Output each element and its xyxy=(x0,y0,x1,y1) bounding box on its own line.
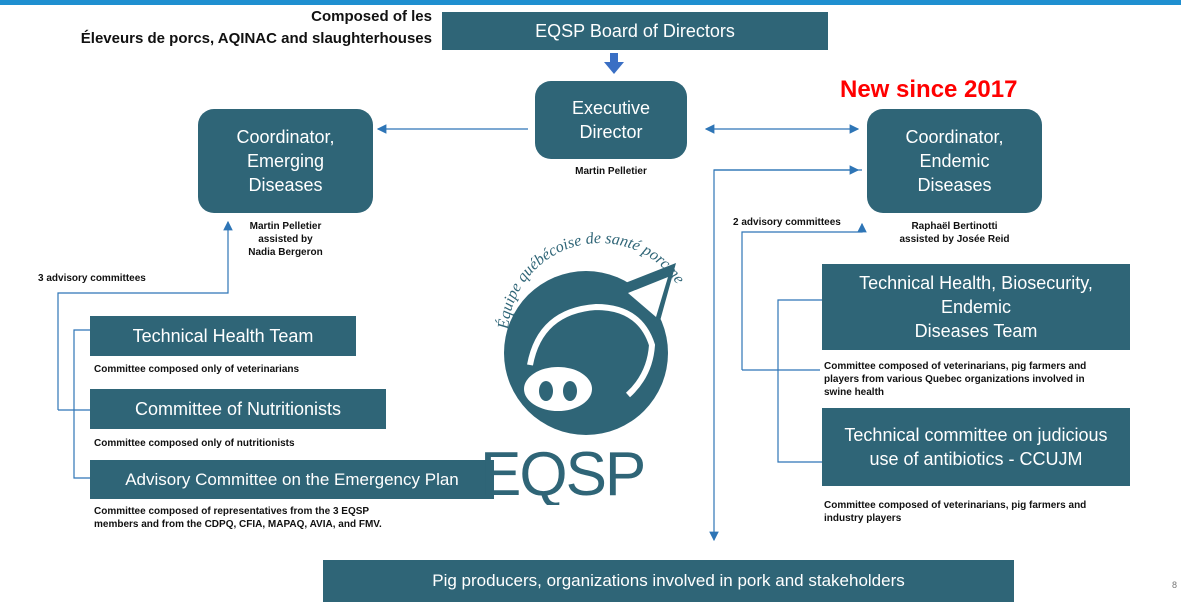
eqsp-logo: Équipe québécoise de santé porcine EQSP xyxy=(480,225,720,509)
technical-health-team-note: Committee composed only of veterinarians xyxy=(94,364,300,375)
endemic-line1: Coordinator, xyxy=(905,127,1004,147)
new-since-label: New since 2017 xyxy=(840,76,1018,103)
board-of-directors-box: EQSP Board of Directors xyxy=(442,12,828,50)
endemic-line3: Diseases xyxy=(917,175,992,195)
board-down-arrow xyxy=(604,53,624,74)
antibiotics-committee-box: Technical committee on judicious use of … xyxy=(822,408,1130,486)
bracket-left-committees xyxy=(73,329,90,479)
technical-health-team-box: Technical Health Team xyxy=(90,316,356,356)
endemic-advisory-label: 2 advisory committees xyxy=(733,217,841,228)
endemic-line2: Endemic xyxy=(919,151,990,171)
biosecurity-team-note: Committee composed of veterinarians, pig… xyxy=(824,361,1087,398)
executive-line1: Executive xyxy=(571,98,651,118)
emergency-plan-committee-box: Advisory Committee on the Emergency Plan xyxy=(90,460,494,499)
coordinator-emerging-box: Coordinator, Emerging Diseases xyxy=(198,109,373,213)
emerging-line3: Diseases xyxy=(248,175,323,195)
arrow-right-advisory xyxy=(741,222,867,370)
emergency-plan-committee-note: Committee composed of representatives fr… xyxy=(94,506,382,530)
producers-stakeholders-box: Pig producers, organizations involved in… xyxy=(323,560,1014,602)
composed-of-text: Composed of les Éleveurs de porcs, AQINA… xyxy=(80,8,432,47)
executive-person: Martin Pelletier xyxy=(575,166,647,177)
top-accent-bar xyxy=(0,0,1181,5)
emerging-persons: Martin Pelletier assisted by Nadia Berge… xyxy=(248,221,323,258)
nutritionists-committee-box: Committee of Nutritionists xyxy=(90,389,386,429)
board-label: EQSP Board of Directors xyxy=(535,21,735,41)
antibiotics-committee-note: Committee composed of veterinarians, pig… xyxy=(824,500,1087,524)
page-number: 8 xyxy=(1172,580,1178,590)
executive-line2: Director xyxy=(579,122,643,142)
emerging-line1: Coordinator, xyxy=(236,127,335,147)
executive-director-box: Executive Director xyxy=(535,81,687,159)
emerging-line2: Emerging xyxy=(246,151,325,171)
logo-wordmark: EQSP xyxy=(480,440,644,505)
nutritionists-committee-note: Committee composed only of nutritionists xyxy=(94,438,295,449)
endemic-persons: Raphaël Bertinotti assisted by Josée Rei… xyxy=(899,221,1010,245)
emerging-advisory-label: 3 advisory committees xyxy=(38,273,146,284)
coordinator-endemic-box: Coordinator, Endemic Diseases xyxy=(867,109,1042,213)
bracket-right-committees xyxy=(777,299,822,463)
biosecurity-team-box: Technical Health, Biosecurity, Endemic D… xyxy=(822,264,1130,350)
arrow-left-advisory xyxy=(57,220,233,410)
